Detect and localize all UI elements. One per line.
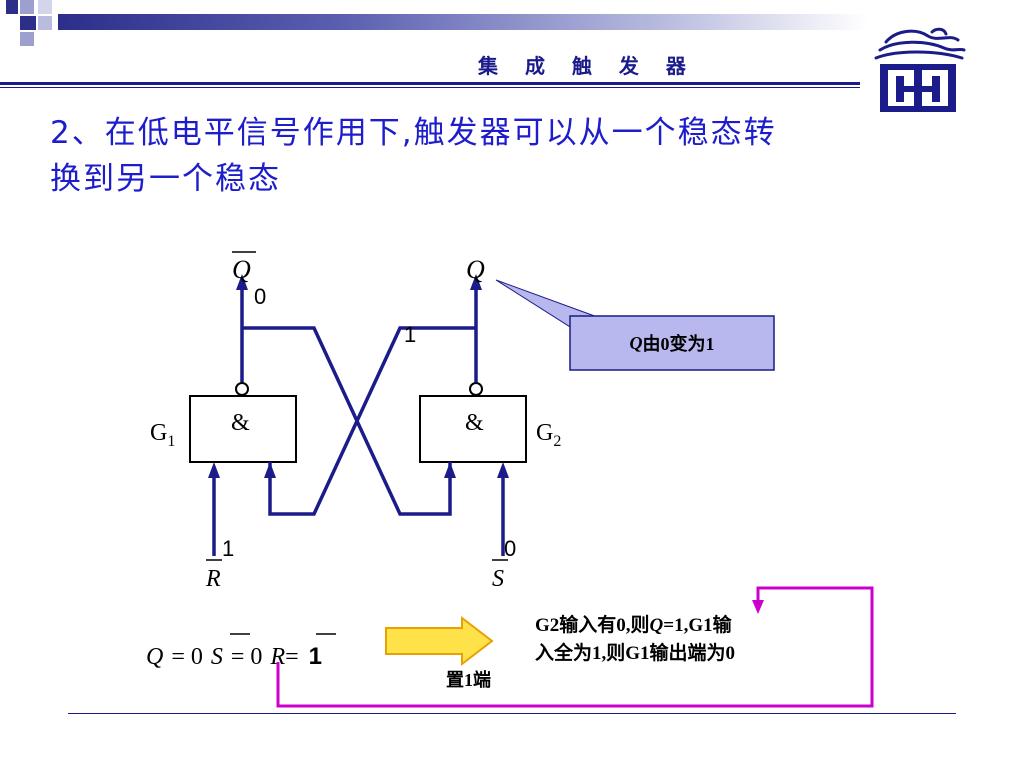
g2-inversion-bubble <box>469 382 483 396</box>
g2-label: G2 <box>536 420 561 450</box>
g2-gate-symbol: & <box>465 410 484 436</box>
cross-wire-g2-to-g1 <box>268 326 476 516</box>
q-bar-value: 0 <box>254 284 266 309</box>
g1-inversion-bubble <box>235 382 249 396</box>
arrow-up-icon <box>264 462 276 478</box>
slide-heading: 2、在低电平信号作用下,触发器可以从一个稳态转 换到另一个稳态 <box>50 110 950 202</box>
gate-g2-box <box>419 395 527 463</box>
callout-label: 由0变为1 <box>642 334 715 354</box>
gate-g1-box <box>189 395 297 463</box>
q-label: Q <box>466 255 485 284</box>
arrow-up-icon <box>236 274 248 290</box>
header-divider-thin <box>0 87 860 88</box>
q-value: 1 <box>404 322 416 347</box>
arrow-up-icon <box>444 462 456 478</box>
header-divider <box>0 82 860 85</box>
arrow-up-icon <box>470 274 482 290</box>
arrow-down-icon <box>752 600 764 614</box>
g1-label: G1 <box>150 420 175 450</box>
r-value: 1 <box>222 536 234 561</box>
arrow-right-icon <box>385 615 494 667</box>
callout-box <box>569 315 775 371</box>
s-value: 0 <box>504 536 516 561</box>
arrow-up-icon <box>208 462 220 478</box>
heading-line-1: 2、在低电平信号作用下,触发器可以从一个稳态转 <box>50 115 777 151</box>
header-title: 集 成 触 发 器 <box>478 54 696 78</box>
r-bar-label: R <box>205 566 221 592</box>
heading-line-2: 换到另一个稳态 <box>50 161 281 197</box>
q-bar-label: Q <box>232 255 251 284</box>
s-bar-label: S <box>492 566 504 592</box>
magenta-loop <box>276 586 874 708</box>
university-logo <box>874 27 966 112</box>
arrow-label: 置1端 <box>446 670 491 690</box>
cross-wire-g1-to-g2 <box>242 326 452 516</box>
note-line-2: 入全为1,则G1输出端为0 <box>535 643 736 664</box>
header-gradient-bar <box>58 14 868 30</box>
note-line-1: G2输入有0,则Q=1,G1输 <box>535 615 732 636</box>
footer-divider <box>68 713 956 714</box>
explanation-note: G2输入有0,则Q=1,G1输 入全为1,则G1输出端为0 <box>535 612 735 668</box>
arrow-up-icon <box>497 462 509 478</box>
callout-q: Q <box>629 332 643 353</box>
g1-gate-symbol: & <box>231 410 250 436</box>
